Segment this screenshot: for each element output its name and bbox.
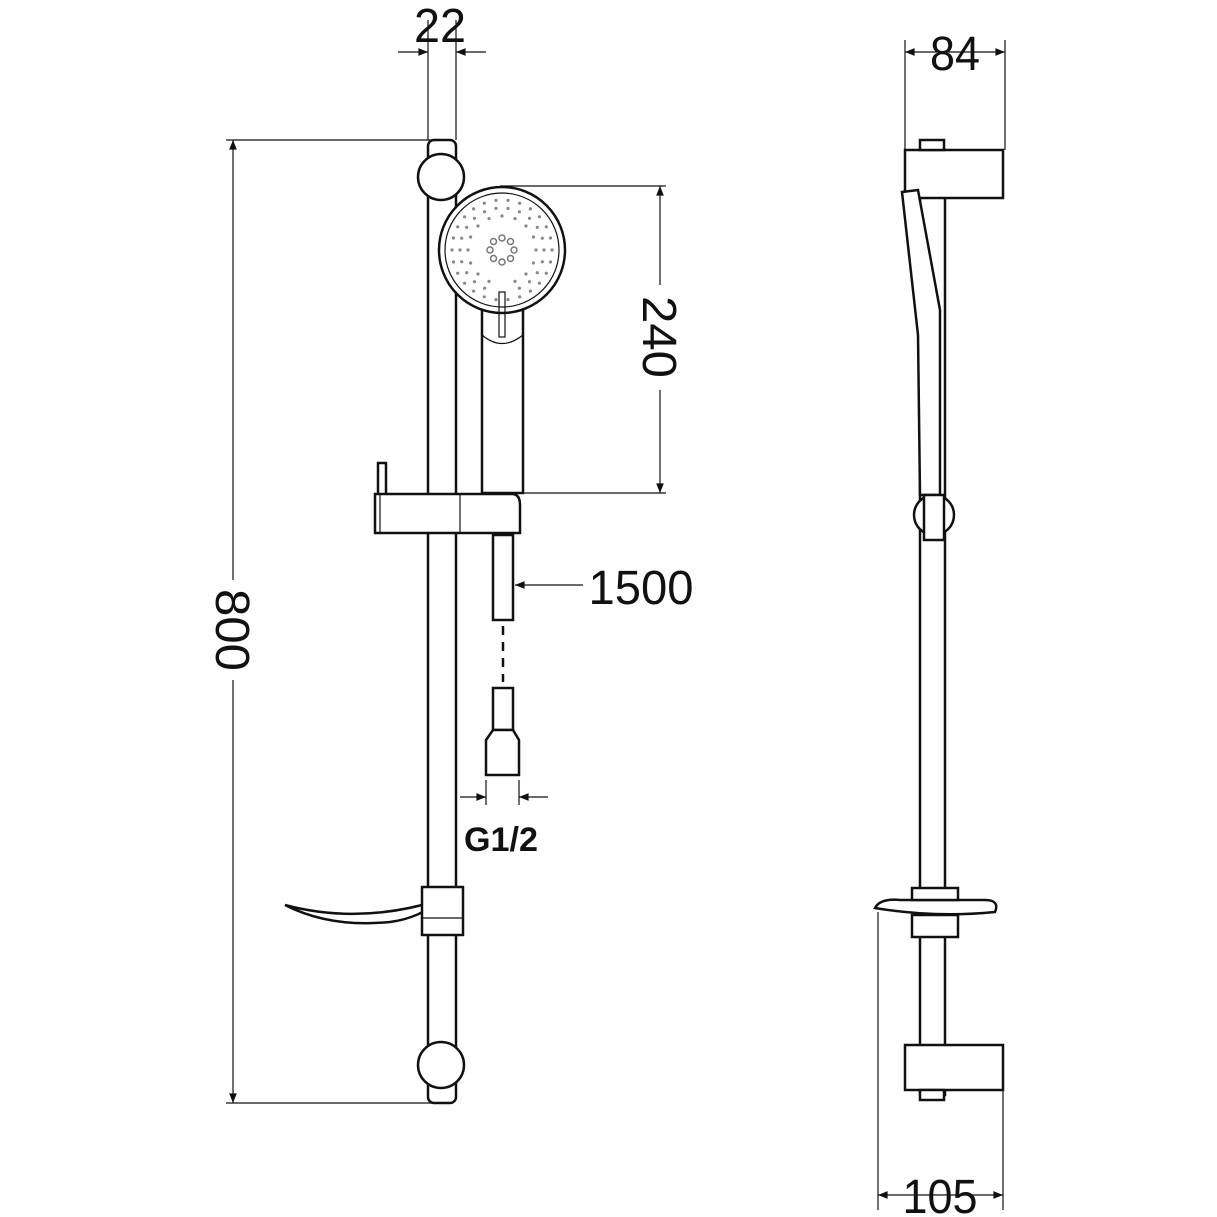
- dimension-lines: [226, 20, 1006, 1210]
- label-connection-thread: G1/2: [464, 821, 538, 859]
- nozzle: [460, 260, 464, 264]
- dim-hand-shower-length: 240: [632, 296, 685, 378]
- nozzle: [544, 271, 548, 275]
- nozzle: [506, 298, 510, 302]
- nozzle: [517, 210, 522, 214]
- top-bracket: [416, 152, 466, 202]
- shower-head: [437, 185, 567, 315]
- nozzle: [500, 214, 504, 218]
- nozzle: [472, 216, 477, 220]
- nozzle: [472, 280, 477, 284]
- nozzle: [469, 235, 473, 239]
- nozzle: [460, 236, 464, 240]
- nozzle: [548, 236, 553, 240]
- nozzle: [494, 206, 498, 210]
- nozzle: [527, 216, 532, 220]
- nozzle: [487, 279, 491, 283]
- nozzle: [486, 246, 494, 254]
- nozzle: [466, 248, 470, 252]
- nozzle: [483, 286, 487, 290]
- hose-bottom: [491, 686, 515, 732]
- hose-nut: [484, 728, 521, 777]
- nozzle: [518, 295, 522, 299]
- side-soap-dish: [873, 898, 998, 916]
- rail: [426, 138, 458, 1105]
- side-bottom-bracket: [903, 1043, 1005, 1092]
- nozzle: [506, 206, 510, 210]
- nozzle: [489, 254, 498, 263]
- slider-pin: [376, 461, 388, 497]
- nozzle: [510, 246, 518, 254]
- nozzle: [456, 225, 460, 229]
- nozzle: [458, 248, 462, 252]
- front-view: [284, 138, 567, 1105]
- nozzle: [498, 258, 506, 266]
- nozzle: [463, 281, 467, 285]
- nozzle: [548, 260, 553, 264]
- dim-rail-length: 800: [205, 589, 258, 671]
- nozzle: [542, 248, 546, 252]
- nozzle: [482, 201, 486, 205]
- hose-top: [491, 533, 515, 622]
- spray-nozzles: [450, 198, 554, 302]
- nozzle: [476, 272, 480, 276]
- nozzle: [451, 260, 456, 264]
- bottom-bracket: [416, 1040, 466, 1090]
- nozzle: [463, 215, 467, 219]
- side-top-cap: [918, 138, 946, 152]
- nozzle: [483, 210, 487, 214]
- nozzle: [494, 298, 498, 302]
- nozzle: [451, 236, 456, 240]
- shower-handle: [480, 308, 525, 495]
- nozzle: [535, 225, 539, 229]
- slider: [373, 492, 522, 535]
- dim-hose-length: 1500: [589, 562, 694, 615]
- nozzle: [527, 280, 532, 284]
- nozzle: [469, 261, 473, 265]
- nozzle: [476, 224, 480, 228]
- nozzle: [465, 225, 469, 229]
- nozzle: [518, 201, 522, 205]
- nozzle: [531, 235, 536, 239]
- dim-side-depth-top: 84: [930, 28, 980, 81]
- nozzle: [506, 198, 510, 202]
- nozzle: [506, 254, 515, 263]
- nozzle: [487, 217, 491, 221]
- nozzle: [472, 289, 476, 293]
- nozzle: [482, 295, 486, 299]
- nozzle: [524, 224, 528, 228]
- nozzle: [513, 217, 517, 221]
- side-top-bracket: [903, 148, 1005, 200]
- nozzle: [537, 281, 542, 285]
- nozzle: [494, 198, 498, 202]
- side-view: [873, 138, 1005, 1102]
- nozzle: [535, 271, 539, 275]
- nozzle: [537, 215, 542, 219]
- dim-side-depth-bottom: 105: [903, 1171, 978, 1217]
- nozzle: [528, 207, 533, 211]
- nozzle: [540, 236, 544, 240]
- nozzle: [489, 237, 498, 246]
- nozzle: [517, 286, 522, 290]
- nozzle: [472, 207, 476, 211]
- dim-rail-diameter: 22: [414, 0, 466, 53]
- nozzle: [524, 272, 528, 276]
- nozzle: [513, 279, 517, 283]
- soap-dish-clip: [420, 885, 465, 937]
- nozzle: [534, 248, 538, 252]
- nozzle: [465, 271, 469, 275]
- side-soap-clip: [910, 913, 960, 939]
- nozzle: [528, 289, 533, 293]
- nozzle: [550, 248, 554, 252]
- nozzle: [544, 225, 548, 229]
- nozzle: [506, 237, 515, 246]
- nozzle: [531, 261, 536, 265]
- nozzle: [540, 260, 544, 264]
- nozzle: [498, 234, 506, 242]
- soap-dish: [284, 898, 441, 925]
- nozzle: [450, 248, 454, 252]
- nozzle: [456, 271, 460, 275]
